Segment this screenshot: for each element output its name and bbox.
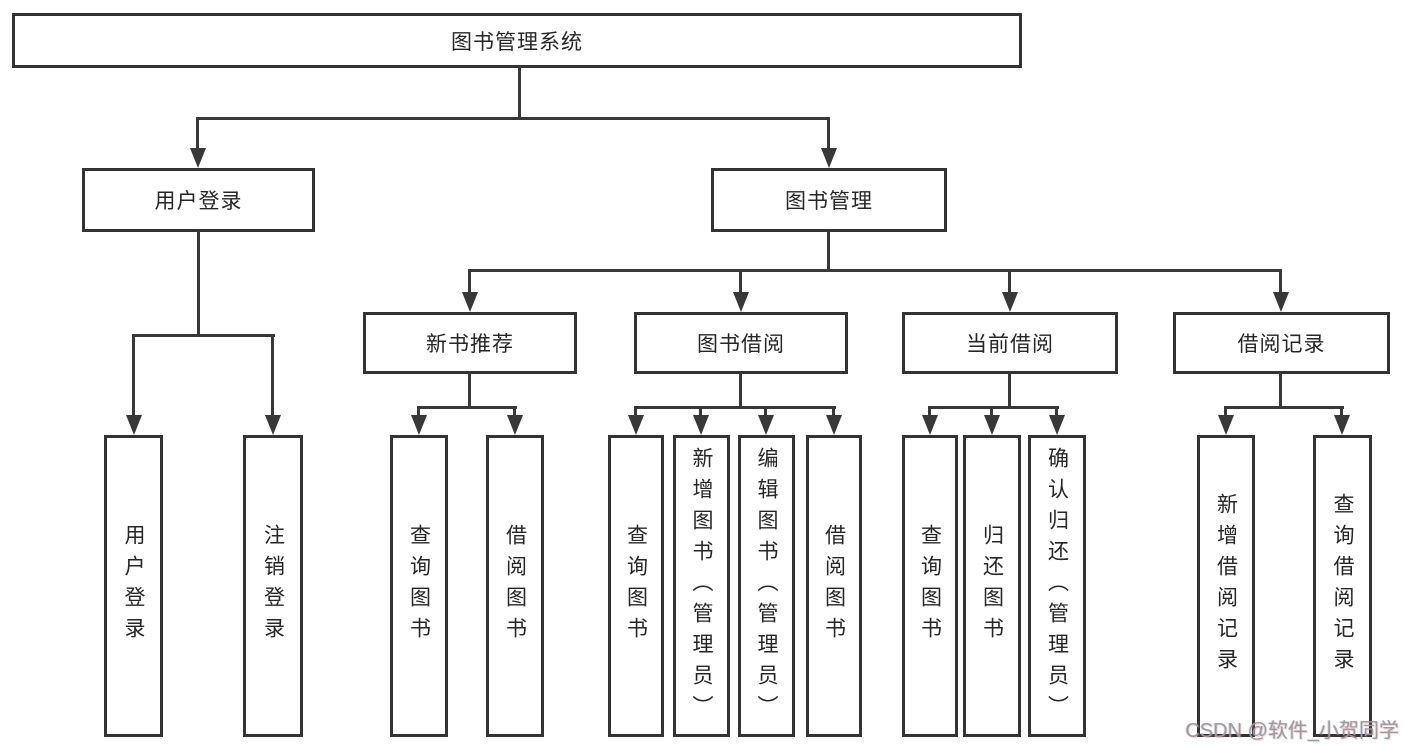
connector-root-stem xyxy=(518,67,521,118)
connector-branch xyxy=(1224,406,1344,409)
connector-book-mgmt-branch xyxy=(469,269,1282,272)
connector-leaf-drop xyxy=(832,406,835,418)
arrowhead-down-icon xyxy=(628,415,644,435)
arrowhead-down-icon xyxy=(1002,292,1018,312)
arrowhead-down-icon xyxy=(462,292,478,312)
leaf-label: 用户登录 xyxy=(122,524,145,648)
arrowhead-down-icon xyxy=(1334,415,1350,435)
arrowhead-down-icon xyxy=(126,415,142,435)
connector-branch xyxy=(417,406,517,409)
connector-leaf-drop xyxy=(417,406,420,418)
arrowhead-down-icon xyxy=(693,415,709,435)
connector-root-branch xyxy=(197,117,830,120)
leaf-query-books-recommend: 查询图书 xyxy=(390,435,448,737)
arrowhead-down-icon xyxy=(1218,415,1234,435)
node-book-borrowing: 图书借阅 xyxy=(634,312,848,374)
leaf-label: 查询图书 xyxy=(624,524,648,648)
connector-leaf-drop xyxy=(1340,406,1343,418)
connector-leaf-drop xyxy=(699,406,702,418)
connector-leaf-drop xyxy=(928,406,931,418)
connector-leaf-drop xyxy=(764,406,767,418)
leaf-query-borrow-record: 查询借阅记录 xyxy=(1313,435,1372,737)
leaf-label: 查询图书 xyxy=(918,524,942,648)
connector-leaf-drop xyxy=(513,406,516,418)
arrowhead-down-icon xyxy=(1049,415,1065,435)
connector-leaf-drop xyxy=(634,406,637,418)
leaf-label: 编辑图书（管理员） xyxy=(755,446,778,726)
leaf-label: 确认归还（管理员） xyxy=(1045,446,1069,726)
connector-user-login-drop xyxy=(196,117,199,150)
connector-user-login-branch xyxy=(133,334,275,337)
connector-book-mgmt-stem xyxy=(827,231,830,272)
leaf-label: 新增借阅记录 xyxy=(1214,493,1238,679)
node-borrowing-records: 借阅记录 xyxy=(1173,312,1390,374)
leaf-logout: 注销登录 xyxy=(243,435,303,737)
leaf-label: 查询借阅记录 xyxy=(1331,493,1354,679)
leaf-query-books-borrow: 查询图书 xyxy=(608,435,664,737)
arrowhead-down-icon xyxy=(411,415,427,435)
leaf-label: 注销登录 xyxy=(261,524,285,648)
connector-stem xyxy=(739,372,742,409)
leaf-label: 查询图书 xyxy=(407,524,431,648)
connector-branch xyxy=(928,406,1059,409)
arrowhead-down-icon xyxy=(265,415,281,435)
connector-book-mgmt-drop xyxy=(827,117,830,150)
leaf-user-login: 用户登录 xyxy=(104,435,163,737)
leaf-label: 新增图书（管理员） xyxy=(690,446,713,726)
leaf-edit-book-admin: 编辑图书（管理员） xyxy=(738,435,795,737)
leaf-add-book-admin: 新增图书（管理员） xyxy=(673,435,730,737)
arrowhead-down-icon xyxy=(733,292,749,312)
leaf-borrow-books: 借阅图书 xyxy=(806,435,862,737)
arrowhead-down-icon xyxy=(1273,292,1289,312)
node-current-borrowing: 当前借阅 xyxy=(902,312,1118,374)
connector-leaf-drop xyxy=(271,334,274,417)
leaf-confirm-return-admin: 确认归还（管理员） xyxy=(1028,435,1086,737)
connector-l3-drop xyxy=(468,269,471,294)
arrowhead-down-icon xyxy=(984,415,1000,435)
connector-user-login-stem xyxy=(197,231,200,336)
leaf-label: 归还图书 xyxy=(980,524,1004,648)
node-new-book-recommend: 新书推荐 xyxy=(363,312,577,374)
arrowhead-down-icon xyxy=(190,148,206,168)
connector-l3-drop xyxy=(739,269,742,294)
connector-leaf-drop xyxy=(1224,406,1227,418)
connector-l3-drop xyxy=(1279,269,1282,294)
connector-leaf-drop xyxy=(132,334,135,417)
arrowhead-down-icon xyxy=(922,415,938,435)
leaf-label: 借阅图书 xyxy=(822,524,846,648)
node-library-system: 图书管理系统 xyxy=(12,13,1022,68)
connector-branch xyxy=(634,406,836,409)
connector-l3-drop xyxy=(1008,269,1011,294)
node-user-login: 用户登录 xyxy=(82,168,315,232)
leaf-borrow-books-recommend: 借阅图书 xyxy=(486,435,544,737)
arrowhead-down-icon xyxy=(758,415,774,435)
leaf-label: 借阅图书 xyxy=(503,524,527,648)
arrowhead-down-icon xyxy=(821,148,837,168)
connector-stem xyxy=(1008,372,1011,409)
leaf-return-book: 归还图书 xyxy=(963,435,1021,737)
leaf-query-books-current: 查询图书 xyxy=(902,435,958,737)
leaf-add-borrow-record: 新增借阅记录 xyxy=(1197,435,1255,737)
connector-stem xyxy=(468,372,471,409)
connector-stem xyxy=(1279,372,1282,409)
node-book-management: 图书管理 xyxy=(711,168,947,232)
connector-leaf-drop xyxy=(990,406,993,418)
csdn-watermark: CSDN @软件_小贺同学 xyxy=(1185,720,1399,742)
connector-leaf-drop xyxy=(1055,406,1058,418)
arrowhead-down-icon xyxy=(507,415,523,435)
arrowhead-down-icon xyxy=(826,415,842,435)
